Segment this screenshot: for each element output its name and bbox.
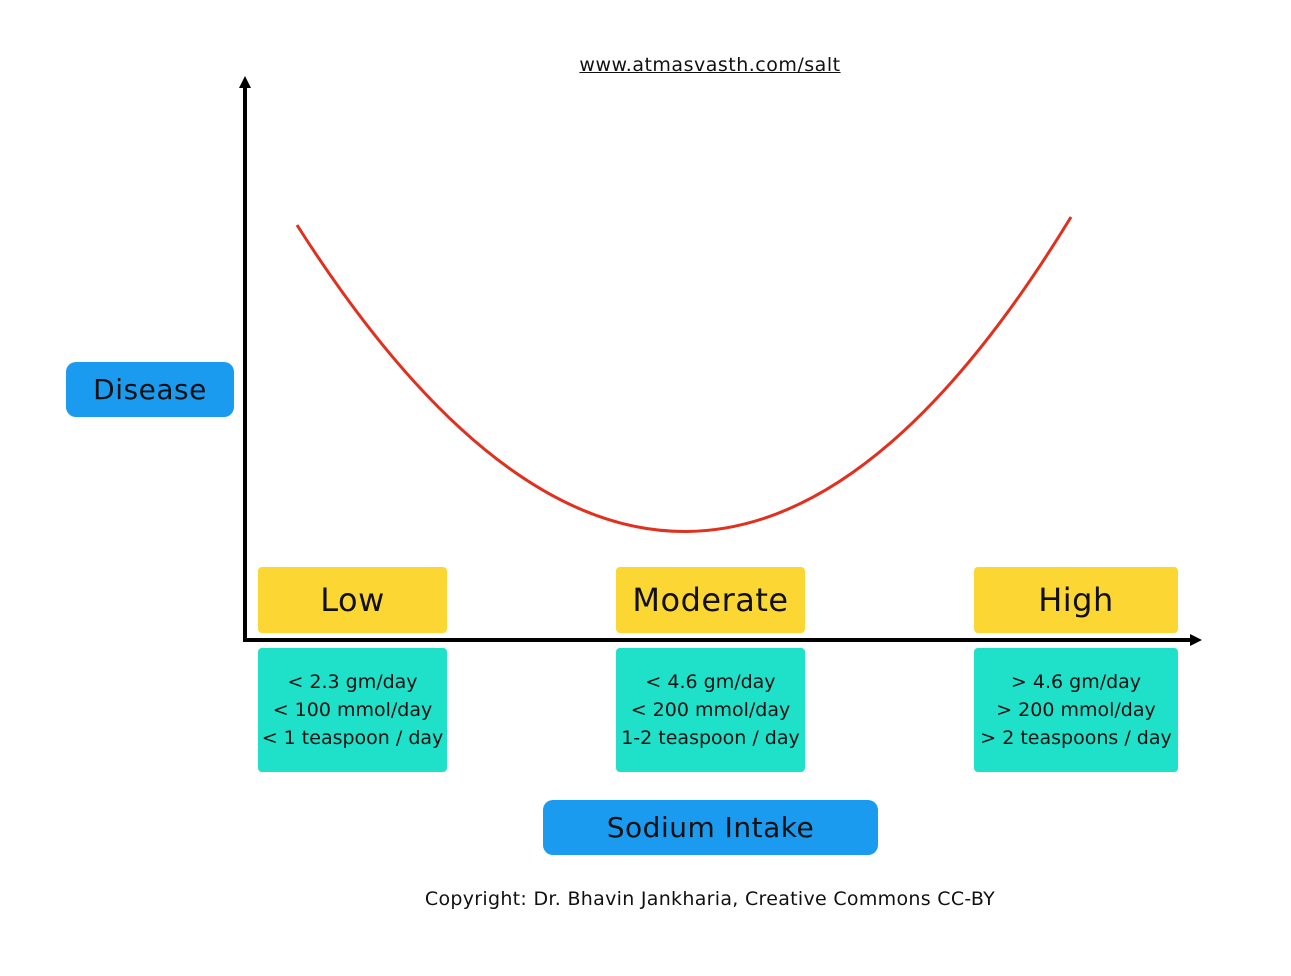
source-url[interactable]: www.atmasvasth.com/salt bbox=[579, 54, 841, 76]
level-moderate-box: Moderate bbox=[616, 567, 805, 633]
level-low-label: Low bbox=[320, 581, 385, 619]
range-low-line-2: < 100 mmol/day bbox=[272, 699, 433, 721]
range-moderate-line-1: < 4.6 gm/day bbox=[645, 671, 776, 693]
range-moderate-line-3: 1-2 teaspoon / day bbox=[621, 727, 800, 749]
range-high-line-3: > 2 teaspoons / day bbox=[980, 727, 1172, 749]
range-low-box: < 2.3 gm/day < 100 mmol/day < 1 teaspoon… bbox=[258, 648, 447, 772]
range-low-line-1: < 2.3 gm/day bbox=[287, 671, 418, 693]
level-high-box: High bbox=[974, 567, 1178, 633]
copyright-notice: Copyright: Dr. Bhavin Jankharia, Creativ… bbox=[424, 888, 996, 910]
range-low-line-3: < 1 teaspoon / day bbox=[261, 727, 444, 749]
x-axis-label-text: Sodium Intake bbox=[606, 811, 815, 844]
level-high-label: High bbox=[1038, 581, 1114, 619]
range-high-box: > 4.6 gm/day > 200 mmol/day > 2 teaspoon… bbox=[974, 648, 1178, 772]
x-axis-label: Sodium Intake bbox=[543, 800, 878, 855]
disease-curve bbox=[295, 216, 1073, 533]
y-axis-label-text: Disease bbox=[93, 373, 207, 406]
range-moderate-box: < 4.6 gm/day < 200 mmol/day 1-2 teaspoon… bbox=[616, 648, 805, 772]
level-low-box: Low bbox=[258, 567, 447, 633]
range-high-line-2: > 200 mmol/day bbox=[996, 699, 1156, 721]
range-high-line-1: > 4.6 gm/day bbox=[1010, 671, 1142, 693]
y-axis-label: Disease bbox=[66, 362, 234, 417]
range-moderate-line-2: < 200 mmol/day bbox=[630, 699, 791, 721]
level-moderate-label: Moderate bbox=[632, 581, 789, 619]
